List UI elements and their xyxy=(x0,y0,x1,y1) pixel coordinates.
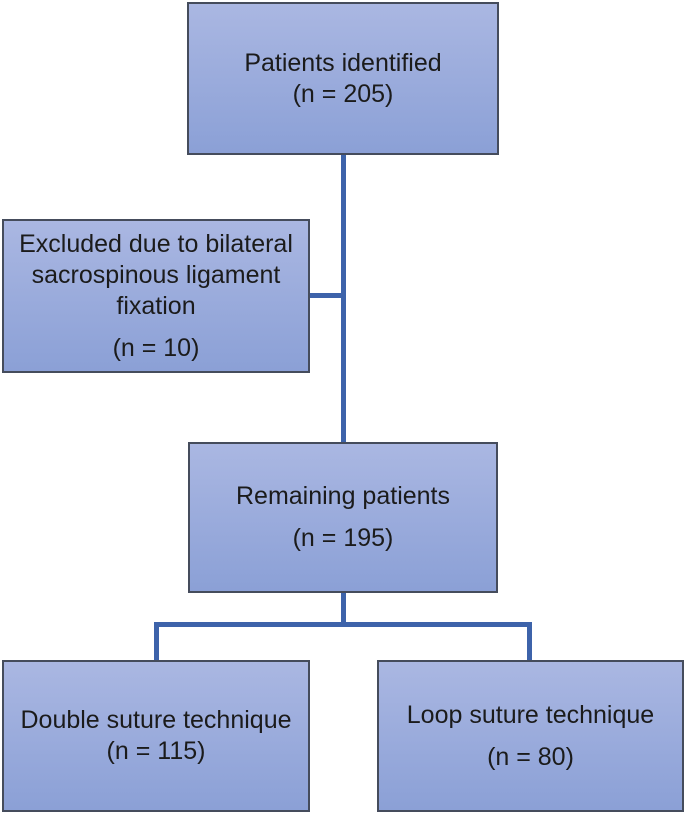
flow-box-excluded: Excluded due to bilateral sacrospinous l… xyxy=(2,219,310,373)
box-label: Excluded due to bilateral xyxy=(19,229,293,258)
box-label: fixation xyxy=(116,291,196,320)
box-count: (n = 195) xyxy=(292,524,394,552)
box-label: Loop suture technique xyxy=(406,700,655,729)
box-count: (n = 10) xyxy=(112,333,200,362)
flow-box-loop-suture-technique: Loop suture technique (n = 80) xyxy=(377,660,684,812)
box-label: Patients identified xyxy=(244,48,442,77)
flow-box-double-suture-technique: Double suture technique (n = 115) xyxy=(2,660,310,812)
connector-drop-loop-suture-line xyxy=(527,622,532,661)
box-label: Remaining patients xyxy=(235,482,450,510)
box-count: (n = 115) xyxy=(106,737,206,765)
box-count: (n = 80) xyxy=(487,742,574,771)
connector-remaining-stem-line xyxy=(341,592,346,627)
connector-split-horizontal-line xyxy=(154,622,532,627)
connector-patients-to-remaining-line xyxy=(341,154,346,443)
box-count: (n = 205) xyxy=(292,79,394,108)
flow-box-remaining-patients: Remaining patients (n = 195) xyxy=(188,442,498,593)
connector-drop-double-suture-line xyxy=(154,622,159,661)
box-label: sacrospinous ligament xyxy=(31,260,281,289)
connector-excluded-branch-line xyxy=(310,293,346,298)
box-label: Double suture technique xyxy=(20,706,292,734)
flow-box-patients-identified: Patients identified (n = 205) xyxy=(187,2,499,155)
